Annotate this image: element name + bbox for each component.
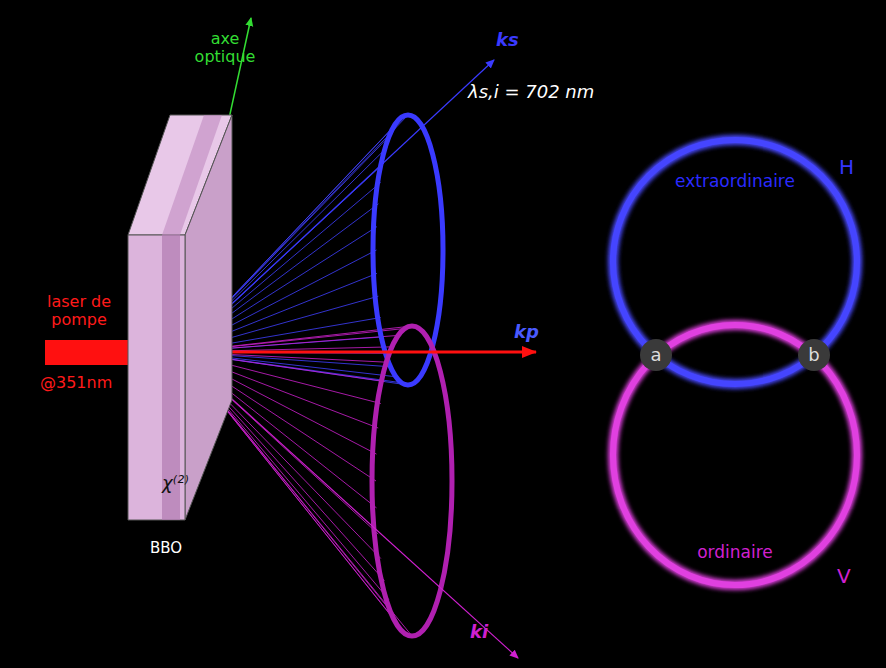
node-text: BBO <box>150 540 182 557</box>
node-text: V <box>837 565 851 588</box>
node-text: b <box>808 345 819 366</box>
node-text: extraordinaire <box>675 172 795 192</box>
wavelength-label: λs,i = 702 nm <box>468 82 594 103</box>
axis-label: axe optique <box>194 30 256 67</box>
node-text: χ⁽²⁾ <box>162 473 189 494</box>
vector-label: ki <box>470 622 488 643</box>
kp-vector <box>180 351 536 354</box>
vector-label: kp <box>514 322 539 343</box>
node-text: a <box>650 345 661 366</box>
wavelength-pump: @351nm <box>40 374 112 392</box>
bbo-crystal: χ⁽²⁾BBO <box>128 115 232 520</box>
node-text: H <box>839 156 854 179</box>
pump-label: laser de pompe <box>34 293 124 330</box>
idler-ring <box>372 326 452 636</box>
node-text: ordinaire <box>697 543 773 563</box>
vector-label: ks <box>496 30 519 51</box>
intersection-dot: b <box>798 339 830 371</box>
intersection-dot: a <box>640 339 672 371</box>
shape-outline <box>128 115 232 520</box>
